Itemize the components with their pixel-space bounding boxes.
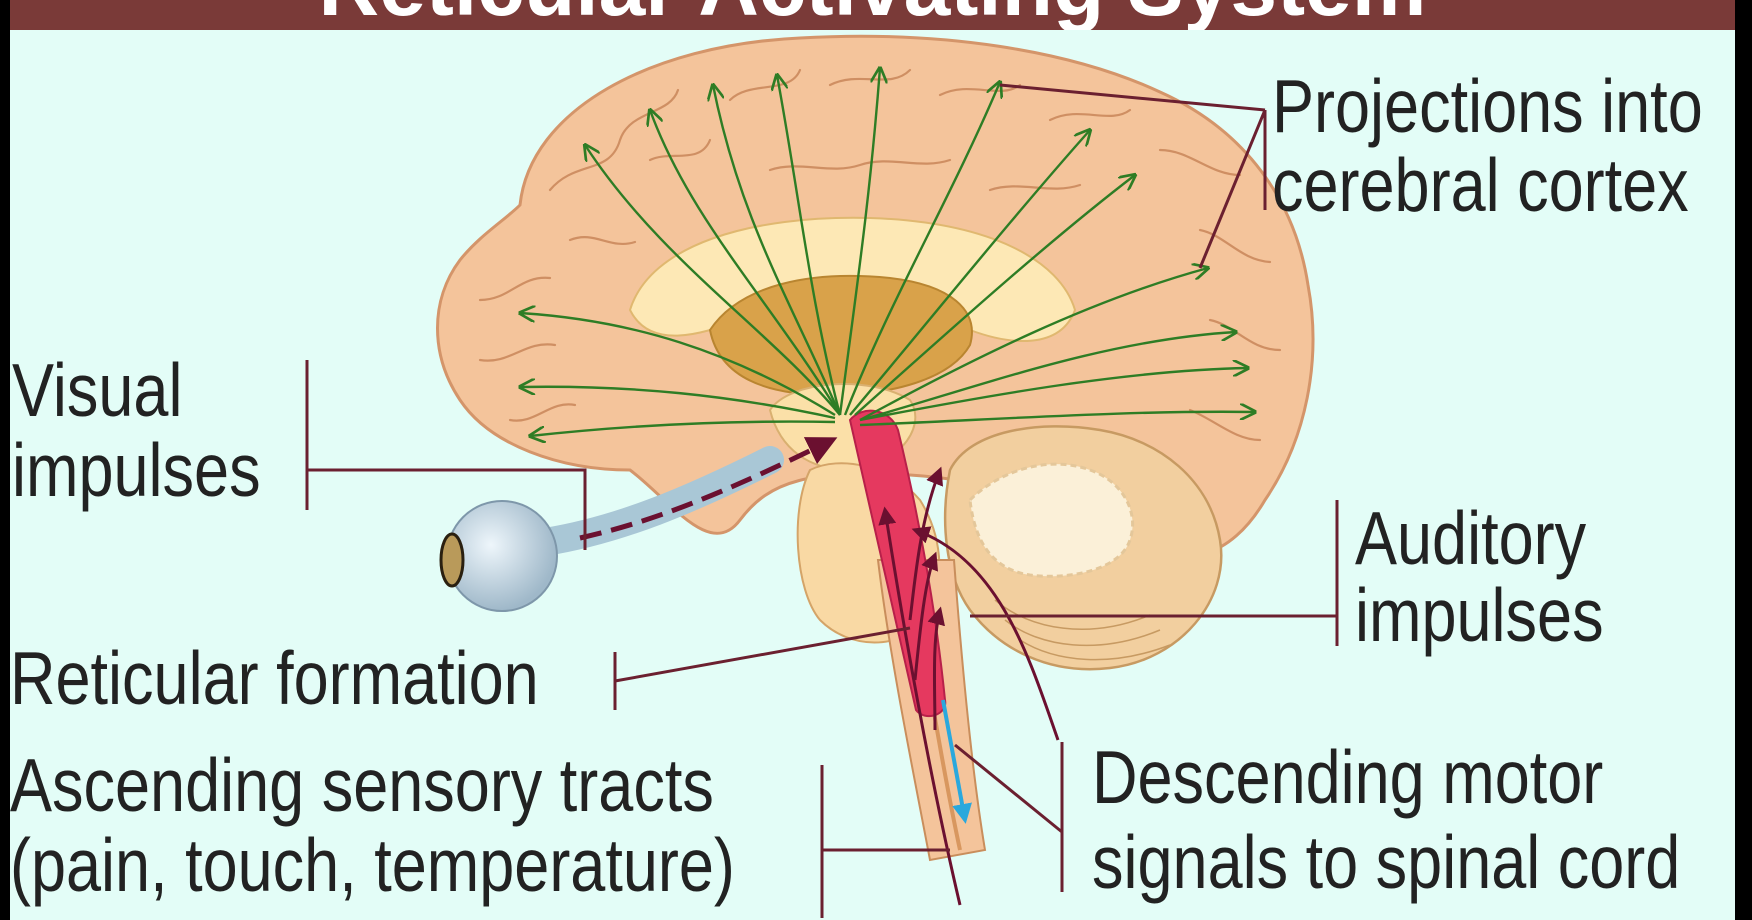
- descending-label-line2: signals to spinal cord: [1092, 822, 1680, 902]
- diagram-frame: Reticular Activating System: [10, 0, 1735, 920]
- ascending-label-line2: (pain, touch, temperature): [10, 825, 735, 905]
- projections-label-line2: cerebral cortex: [1272, 145, 1689, 225]
- auditory-label-line2: impulses: [1355, 575, 1604, 655]
- visual-label-line1: Visual: [12, 350, 182, 430]
- auditory-label-line1: Auditory: [1355, 498, 1586, 578]
- reticular-label: Reticular formation: [10, 638, 539, 718]
- projections-label-line1: Projections into: [1272, 66, 1703, 146]
- descending-label-line1: Descending motor: [1092, 737, 1603, 817]
- cerebellum-arbor: [970, 464, 1133, 576]
- ascending-label-line1: Ascending sensory tracts: [10, 745, 714, 825]
- visual-label-line2: impulses: [12, 430, 261, 510]
- eye-lens: [441, 534, 463, 586]
